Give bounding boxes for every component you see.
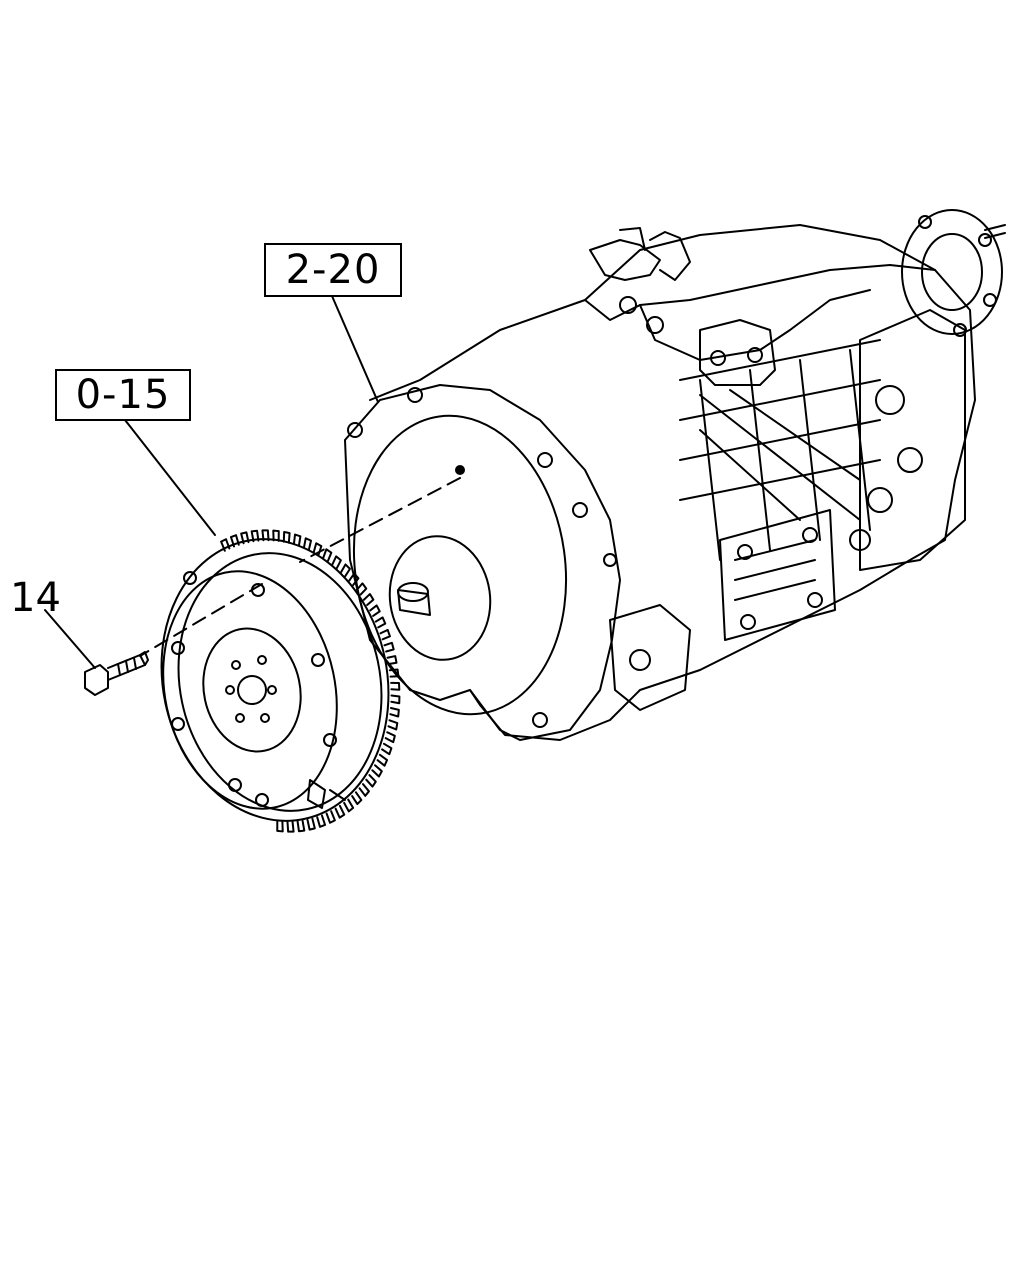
gear-tooth <box>286 820 295 833</box>
callout-flywheel[interactable]: 0-15 <box>55 369 191 421</box>
gear-tooth <box>306 817 316 831</box>
flywheel <box>160 529 401 833</box>
gear-tooth <box>322 548 333 563</box>
gear-tooth <box>351 791 363 806</box>
gear-tooth <box>292 533 302 547</box>
bell-housing-face <box>352 414 568 716</box>
gear-tooth <box>390 681 401 691</box>
gear-tooth <box>386 655 398 665</box>
gear-tooth <box>355 582 368 596</box>
gear-tooth <box>220 538 231 552</box>
gear-tooth <box>229 534 240 548</box>
gear-tooth <box>312 542 323 556</box>
callout-bolt[interactable]: 14 <box>10 575 61 621</box>
gear-tooth <box>387 719 399 731</box>
gear-tooth <box>388 668 400 678</box>
gear-tooth <box>369 604 381 617</box>
gear-tooth <box>240 531 250 545</box>
gear-tooth <box>390 694 401 705</box>
gear-tooth <box>374 616 387 629</box>
gear-tooth <box>383 641 395 653</box>
transmission-assembly <box>344 209 1006 741</box>
gear-tooth <box>261 529 270 542</box>
gear-tooth <box>371 764 383 778</box>
gear-tooth <box>296 819 306 833</box>
gear-tooth <box>343 798 355 813</box>
gear-tooth <box>340 563 351 578</box>
gear-tooth <box>384 731 396 744</box>
gear-tooth <box>389 707 400 718</box>
gear-tooth <box>276 820 284 833</box>
gear-tooth <box>365 774 377 788</box>
gear-tooth <box>302 537 313 551</box>
leader-lines <box>44 295 461 669</box>
ring-gear-teeth <box>220 529 401 833</box>
gear-tooth <box>334 804 346 819</box>
gear-tooth <box>379 628 391 641</box>
gear-tooth <box>348 572 360 587</box>
gear-tooth <box>362 593 375 606</box>
flywheel-bolt <box>84 651 149 696</box>
gear-tooth <box>282 530 291 544</box>
gear-tooth <box>316 814 327 828</box>
gear-tooth <box>358 783 370 797</box>
gear-tooth <box>250 529 260 543</box>
gear-tooth <box>331 555 342 570</box>
gear-tooth <box>325 810 336 824</box>
gear-tooth <box>272 529 280 542</box>
gear-tooth <box>376 753 389 767</box>
gear-tooth <box>381 742 393 756</box>
callout-transmission[interactable]: 2-20 <box>264 243 402 297</box>
